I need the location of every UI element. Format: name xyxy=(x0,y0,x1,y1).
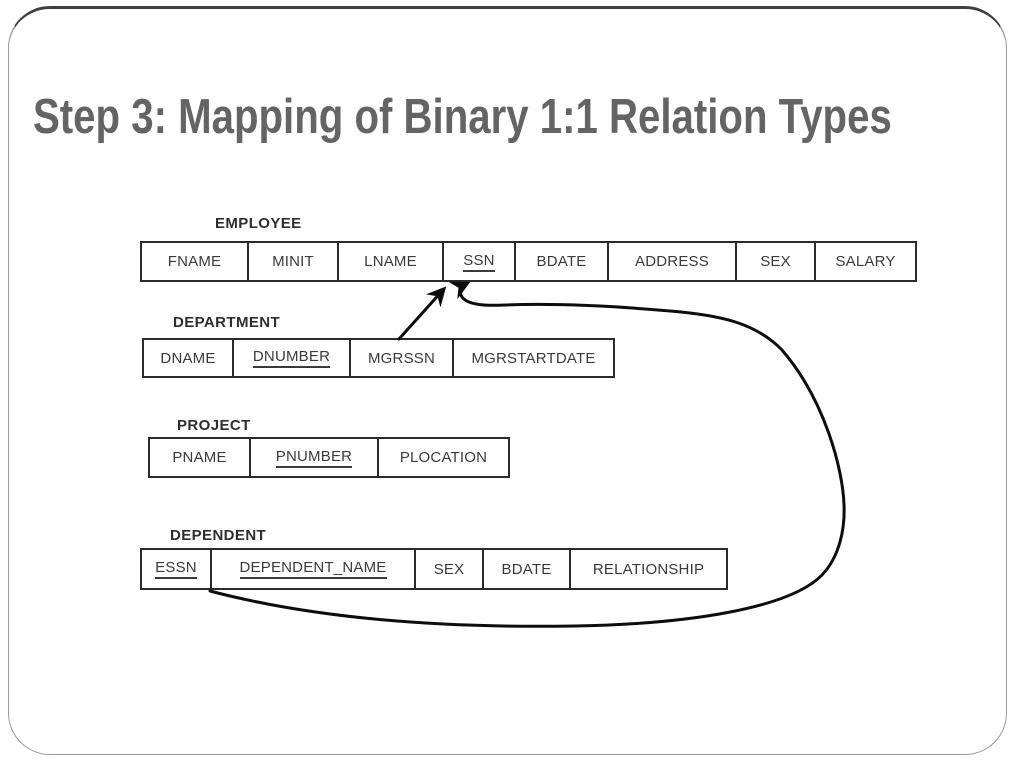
relation-label-dependent: DEPENDENT xyxy=(170,527,267,544)
attribute-plocation: PLOCATION xyxy=(377,439,508,476)
attribute-sex: SEX xyxy=(735,243,814,280)
attribute-minit: MINIT xyxy=(247,243,337,280)
attribute-lname: LNAME xyxy=(337,243,442,280)
attribute-essn: ESSN xyxy=(142,550,210,588)
slide-title: Step 3: Mapping of Binary 1:1 Relation T… xyxy=(33,90,892,144)
attribute-fname: FNAME xyxy=(167,253,222,270)
relation-label-employee: EMPLOYEE xyxy=(215,215,302,232)
relation-label-project: PROJECT xyxy=(177,417,251,434)
attribute-pname: PNAME xyxy=(172,449,227,466)
relation-label-department: DEPARTMENT xyxy=(173,314,281,331)
attribute-bdate: BDATE xyxy=(482,550,569,588)
attribute-sex: SEX xyxy=(414,550,482,588)
attribute-mgrssn: MGRSSN xyxy=(349,340,452,376)
attribute-pnumber: PNUMBER xyxy=(249,439,377,476)
attribute-dependent_name: DEPENDENT_NAME xyxy=(210,550,414,588)
attribute-mgrstartdate: MGRSTARTDATE xyxy=(452,340,613,376)
attribute-address: ADDRESS xyxy=(607,243,735,280)
attribute-bdate: BDATE xyxy=(514,243,607,280)
attribute-salary: SALARY xyxy=(814,243,915,280)
attribute-dname: DNAME xyxy=(160,349,216,367)
attribute-dnumber: DNUMBER xyxy=(232,340,349,376)
attribute-relationship: RELATIONSHIP xyxy=(569,550,726,588)
attribute-ssn: SSN xyxy=(442,243,514,280)
